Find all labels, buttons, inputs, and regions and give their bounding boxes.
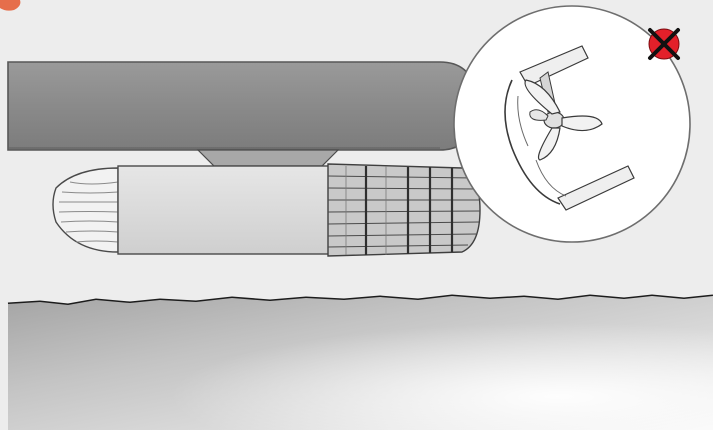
boat-hull — [8, 62, 476, 150]
thruster-nose-cone — [53, 168, 118, 252]
seabed-highlight — [8, 296, 713, 430]
mounting-bracket — [198, 150, 338, 166]
thruster-body — [118, 166, 330, 254]
propeller-guard — [328, 164, 480, 256]
partial-logo-icon — [0, 0, 20, 11]
prohibited-x-icon — [649, 29, 679, 59]
propeller-detail-callout — [454, 6, 690, 242]
